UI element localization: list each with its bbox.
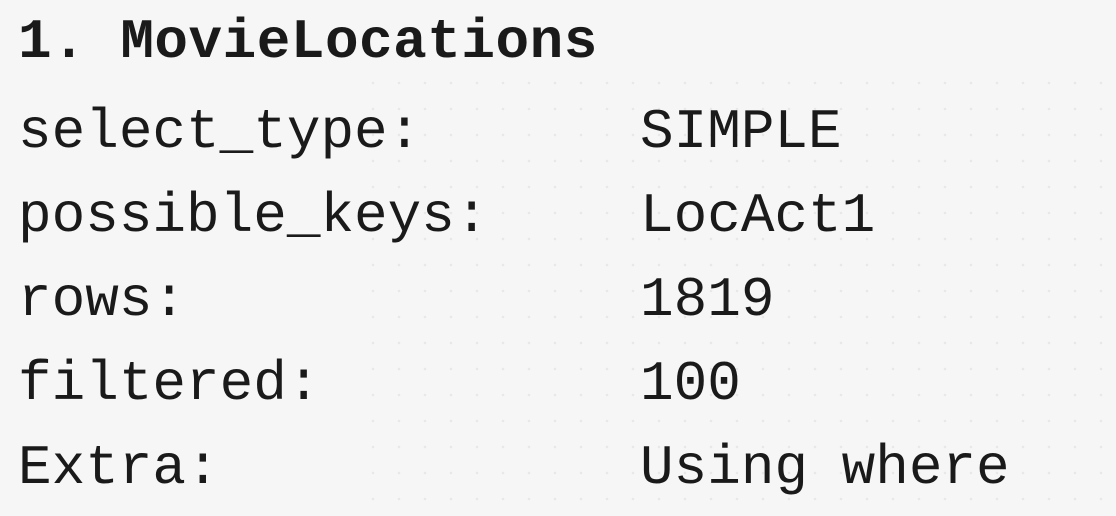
field-label-extra: Extra: bbox=[18, 436, 220, 500]
table-title: 1. MovieLocations bbox=[18, 10, 598, 74]
field-label-possible-keys: possible_keys: bbox=[18, 184, 489, 248]
field-label-filtered: filtered: bbox=[18, 352, 321, 416]
field-value-extra: Using where bbox=[640, 436, 1010, 500]
field-label-rows: rows: bbox=[18, 268, 187, 332]
field-value-possible-keys: LocAct1 bbox=[640, 184, 876, 248]
field-label-select-type: select_type: bbox=[18, 100, 422, 164]
field-value-filtered: 100 bbox=[640, 352, 741, 416]
explain-output-panel: 1. MovieLocations select_type: SIMPLE po… bbox=[18, 14, 1108, 514]
field-value-select-type: SIMPLE bbox=[640, 100, 842, 164]
field-value-rows: 1819 bbox=[640, 268, 775, 332]
